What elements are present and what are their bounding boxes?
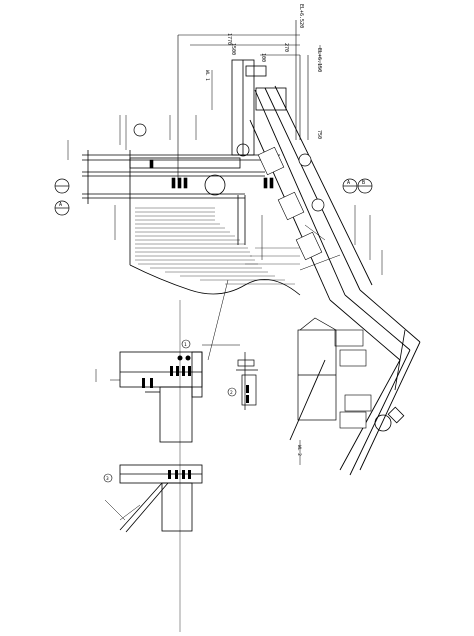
pipe-section <box>297 317 337 421</box>
end-caps <box>374 329 406 432</box>
detail-3-marker <box>103 473 113 483</box>
dim-upper: 1500 <box>230 43 236 55</box>
level-mid: EL+6.150 <box>316 48 322 72</box>
detail-3-label: 3 <box>106 476 109 482</box>
leader-lines <box>207 224 341 361</box>
dim-offset-a: 270 <box>283 43 289 52</box>
section-label-a: A <box>347 180 350 186</box>
stiffener-plates <box>257 146 372 429</box>
detail-3-bolts <box>168 470 191 479</box>
dim-lower: 750 <box>316 130 322 139</box>
detail-3 <box>119 464 203 533</box>
note-top: WL 1 <box>204 70 210 81</box>
detail-2-bolts <box>246 385 249 403</box>
detail-1-extension <box>95 344 240 382</box>
callout-circles <box>54 123 373 216</box>
detail-3-leader <box>104 499 141 521</box>
detail-2-label: 2 <box>230 390 233 396</box>
section-label-b: B <box>362 180 365 186</box>
bolt-row <box>149 159 274 189</box>
note-side: WL 2 <box>296 445 302 456</box>
detail-1-label: 1 <box>184 342 187 348</box>
detail-2-marker <box>227 387 237 397</box>
detail-1-marker <box>181 339 191 349</box>
slab-break-line <box>129 195 301 296</box>
main-beam <box>82 150 280 210</box>
dimension-chain <box>177 20 309 180</box>
dim-overall: 1770 <box>226 33 232 45</box>
inclined-member <box>249 85 421 476</box>
annotation-ticks <box>67 45 383 465</box>
detail-1 <box>119 351 203 443</box>
upper-post <box>204 59 287 196</box>
detail-2 <box>236 352 258 410</box>
level-top: EL+6.520 <box>298 4 304 28</box>
slab-hatch <box>135 207 300 285</box>
grid-mark: A <box>59 202 62 208</box>
dim-offset-b: 100 <box>260 53 266 62</box>
